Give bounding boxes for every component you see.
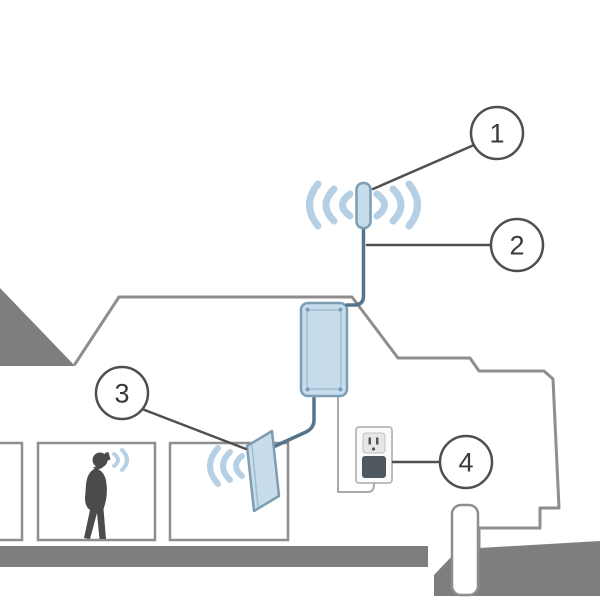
power-outlet — [355, 426, 393, 484]
callout-2-number: 2 — [509, 231, 524, 261]
callout-1-number: 1 — [489, 119, 504, 149]
signal-booster — [299, 301, 349, 398]
stair-newel — [450, 503, 480, 597]
indoor-antenna-cable — [269, 394, 316, 450]
callout-4-number: 4 — [458, 448, 473, 478]
power-cord — [337, 395, 375, 493]
outdoor-signal-waves-left-icon — [306, 180, 354, 230]
plug-icon — [362, 456, 386, 478]
house-outline — [73, 295, 561, 550]
phone-icon — [104, 452, 111, 461]
callout-1: 1 — [371, 105, 525, 191]
callout-2: 2 — [365, 217, 545, 273]
person-arm — [93, 458, 108, 470]
callout-4: 4 — [391, 434, 494, 490]
callout-3: 3 — [94, 365, 248, 451]
outdoor-signal-waves-right-icon — [373, 180, 421, 230]
ground-band — [0, 546, 428, 567]
phone-signal-waves-icon — [112, 448, 129, 472]
callout-3-number: 3 — [114, 379, 129, 409]
indoor-signal-waves-icon — [207, 445, 245, 487]
left-roof-wedge — [0, 288, 75, 366]
indoor-antenna — [245, 429, 281, 513]
person-silhouette — [84, 448, 129, 539]
outdoor-antenna — [355, 181, 372, 230]
room-left-partial — [0, 441, 24, 542]
person-body — [84, 469, 107, 539]
coax-cable — [345, 224, 366, 307]
